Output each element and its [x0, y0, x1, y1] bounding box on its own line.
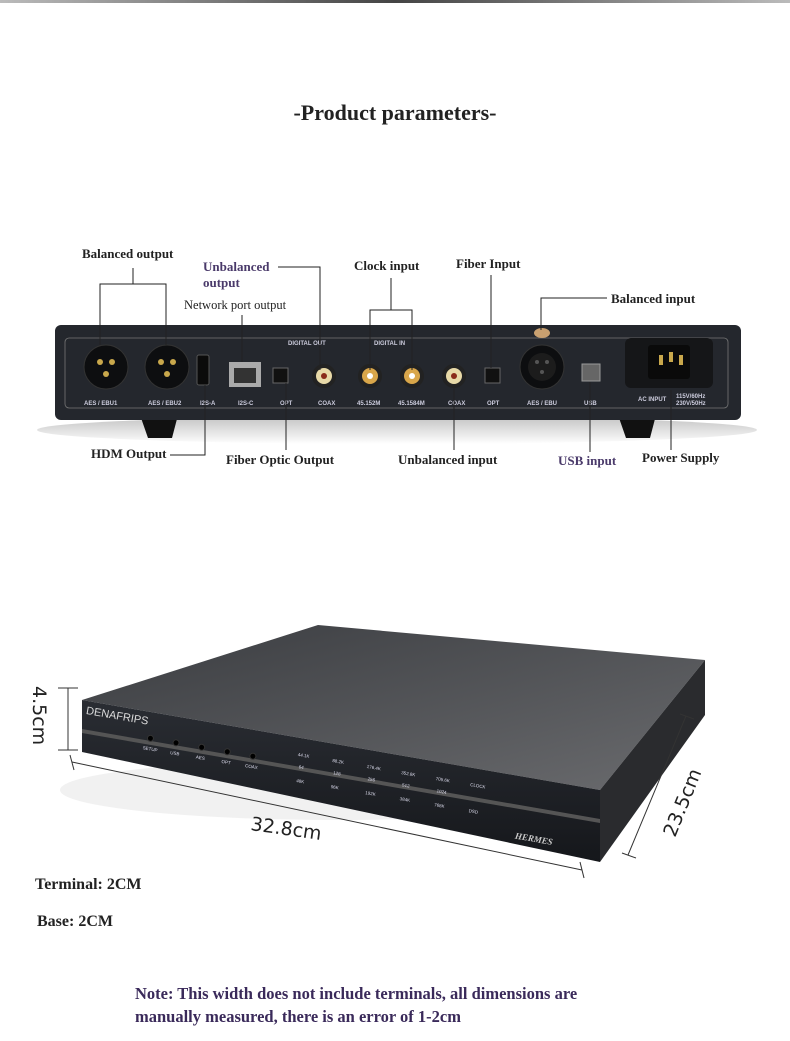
voltage-label: 230V/50Hz [676, 401, 706, 407]
callout-fiber-optic-output: Fiber Optic Output [226, 452, 335, 467]
coax-output [312, 364, 336, 388]
rate-label: 352.8K [401, 770, 416, 777]
rate-label: DSD [468, 808, 479, 815]
note-line-1: Note: This width does not include termin… [135, 984, 578, 1003]
rear-panel [55, 325, 741, 420]
device-side [600, 660, 705, 862]
ac-input-label: AC INPUT [638, 397, 667, 403]
xlr-output-1 [83, 344, 129, 390]
rate-label: 64 [298, 764, 304, 770]
depth-dimension: 23.5cm [659, 766, 706, 840]
rate-label: 44.1K [297, 752, 309, 759]
rate-label: CLOCK [470, 782, 486, 790]
optical-output-port [272, 367, 289, 384]
voltage-label: 115V/60Hz [676, 394, 705, 400]
top-divider [0, 0, 790, 3]
callout-balanced-input: Balanced input [611, 291, 696, 306]
digital-out-label: DIGITAL OUT [288, 341, 326, 347]
right-foot [618, 415, 656, 438]
xlr-output-2 [144, 344, 190, 390]
aes-button[interactable] [198, 743, 206, 751]
input-label: SETUP [142, 745, 158, 753]
opt-button[interactable] [223, 748, 231, 756]
height-dimension: 4.5cm [28, 686, 50, 745]
rate-label: 705.6K [435, 776, 450, 783]
left-foot [140, 415, 178, 438]
rate-label: 96K [330, 784, 339, 790]
xlr-input [519, 328, 565, 390]
port-label: COAX [318, 401, 335, 407]
note-line-2: manually measured, there is an error of … [135, 1007, 461, 1026]
rate-label: 256 [367, 776, 376, 782]
callout-balanced-output: Balanced output [82, 246, 174, 261]
coax-input [442, 364, 466, 388]
port-label: OPT [487, 401, 500, 407]
callout-clock-input: Clock input [354, 258, 420, 273]
port-label: 45.1584M [398, 401, 425, 407]
device-front [82, 700, 600, 862]
device-top [82, 625, 705, 790]
port-label: AES / EBU1 [84, 401, 118, 407]
callout-network-port: Network port output [184, 298, 287, 312]
coax-button[interactable] [249, 752, 257, 760]
port-label: COAX [448, 401, 465, 407]
callout-unbalanced-input: Unbalanced input [398, 452, 498, 467]
callout-fiber-input: Fiber Input [456, 256, 521, 271]
callout-unbalanced-output: Unbalanced [203, 259, 270, 274]
rate-label: 1024 [436, 788, 447, 795]
page-title: -Product parameters- [293, 100, 497, 125]
base-spec: Base: 2CM [37, 913, 113, 930]
usb-button[interactable] [172, 739, 180, 747]
port-label: I2S-A [200, 401, 216, 407]
rate-label: 384K [399, 796, 410, 803]
input-label: OPT [221, 759, 231, 766]
digital-in-label: DIGITAL IN [374, 341, 405, 347]
usb-port [581, 363, 601, 382]
clock-input-2 [400, 364, 424, 388]
rate-label: 88.2K [332, 758, 344, 765]
rate-label: 176.4K [366, 764, 381, 771]
power-inlet [625, 338, 713, 388]
callout-lines [99, 266, 672, 456]
rate-label: 48K [296, 778, 305, 784]
port-label: AES / EBU2 [148, 401, 182, 407]
terminal-spec: Terminal: 2CM [35, 876, 142, 893]
rate-label: 512 [402, 782, 411, 788]
dimension-lines [58, 687, 695, 879]
input-label: COAX [245, 763, 258, 770]
clock-input-1 [358, 364, 382, 388]
callout-power-supply: Power Supply [642, 450, 720, 465]
setup-button[interactable] [146, 734, 154, 742]
rate-label: 128 [333, 770, 342, 776]
rate-label: 192K [365, 790, 376, 797]
port-label: I2S-C [238, 401, 254, 407]
callout-unbalanced-output-2: output [203, 275, 240, 290]
rate-label: 768K [434, 802, 445, 809]
port-label: AES / EBU [527, 401, 557, 407]
input-label: USB [170, 750, 180, 757]
port-label: 45.152M [357, 401, 380, 407]
hdmi-port [196, 354, 210, 386]
port-label: USB [584, 401, 597, 407]
measurement-note: Note: This width does not include termin… [135, 982, 577, 1028]
callout-hdmi-output: HDM Output [91, 446, 167, 461]
input-label: AES [195, 754, 205, 760]
optical-input-port [484, 367, 501, 384]
callout-usb-input: USB input [558, 453, 617, 468]
